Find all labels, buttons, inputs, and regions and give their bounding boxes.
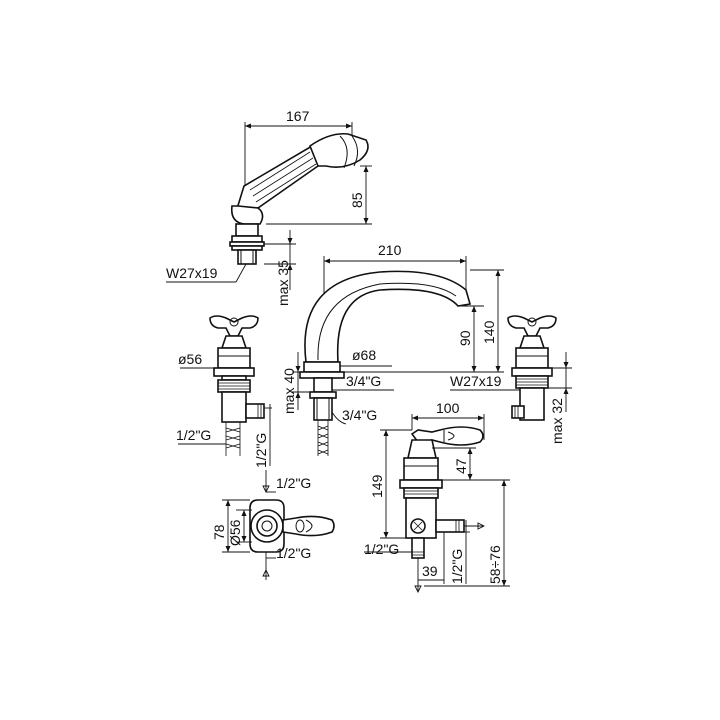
dim-handshower-deck-max: max 35	[275, 260, 291, 306]
label-top-view-thread-top: 1/2"G	[276, 475, 311, 491]
dim-left-valve-diameter: ø56	[178, 351, 202, 367]
dim-diverter-149: 149	[369, 474, 385, 498]
spout-view: 210 90 140 ø68	[281, 242, 504, 456]
handshower-view: 167 85 max 35 W27x19	[166, 108, 372, 306]
dim-spout-height-140: 140	[481, 320, 497, 344]
dim-diverter-47: 47	[453, 458, 469, 474]
dim-top-view-height: 78	[211, 524, 227, 540]
label-spout-thread-lower: 3/4"G	[342, 407, 377, 423]
dim-diverter-range: 58÷76	[487, 545, 503, 584]
label-spout-thread-upper: 3/4"G	[346, 373, 381, 389]
dim-spout-deck-max: max 40	[281, 368, 297, 414]
right-valve-view: W27x19 max 32	[450, 315, 572, 444]
label-diverter-inlet: 1/2"G	[364, 541, 399, 557]
label-top-view-thread-bottom: 1/2"G	[276, 545, 311, 561]
label-diverter-outlet: 1/2"G	[449, 549, 465, 584]
label-right-valve-connection: W27x19	[450, 373, 502, 389]
dim-spout-height-90: 90	[457, 330, 473, 346]
dim-diverter-width: 100	[436, 400, 460, 416]
label-handshower-connection: W27x19	[166, 265, 218, 281]
top-view: 1/2"G 78 Ø56 1/2"G	[211, 470, 335, 580]
dim-right-valve-deck-max: max 32	[549, 398, 565, 444]
dim-top-view-diameter: Ø56	[227, 519, 243, 546]
label-left-valve-inlet: 1/2"G	[176, 427, 211, 443]
dim-handshower-width: 167	[286, 108, 310, 124]
dim-spout-reach: 210	[378, 242, 402, 258]
label-left-valve-outlet: 1/2"G	[253, 433, 269, 468]
diverter-view: 100 47 149 1/2	[364, 400, 510, 594]
dim-diverter-39: 39	[422, 563, 438, 579]
left-valve-view: ø56 1/2"G 1/2"G	[176, 315, 272, 468]
dim-spout-base-diameter: ø68	[352, 347, 376, 363]
dim-handshower-height: 85	[349, 192, 365, 208]
